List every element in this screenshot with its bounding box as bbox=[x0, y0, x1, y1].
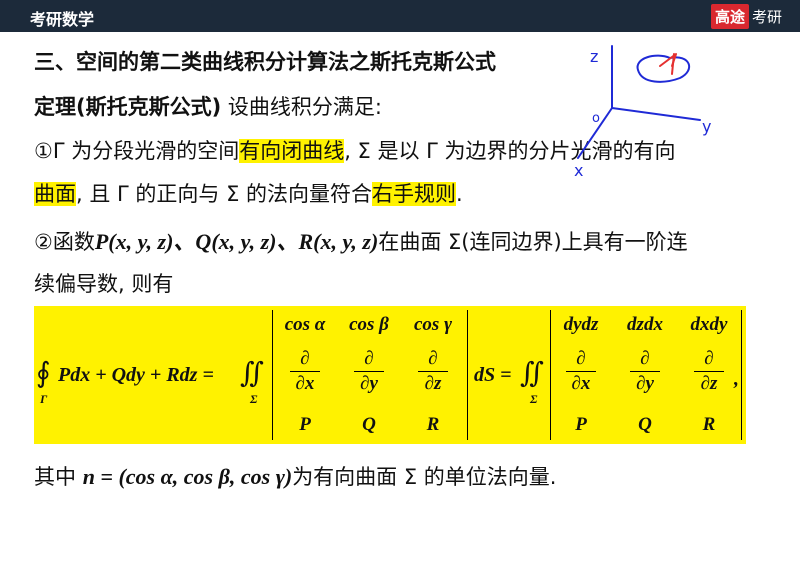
det2-R: R bbox=[702, 414, 716, 435]
det2-dxdy: dxdy bbox=[690, 314, 728, 335]
det1-R: R bbox=[426, 414, 440, 435]
det1-cos-gamma: cos γ bbox=[414, 314, 452, 335]
stokes-formula: ∮ Γ Pdx + Qdy + Rdz = ∬ Σ cos α cos β co… bbox=[34, 306, 746, 444]
cond1-part2: , Σ 是以 Γ 为边界的分片光滑的有向 bbox=[344, 139, 676, 163]
slide-title: 三、空间的第二类曲线积分计算法之斯托克斯公式 bbox=[34, 50, 496, 74]
condition-1-line-2: 曲面, 且 Γ 的正向与 Σ 的法向量符合右手规则. bbox=[34, 178, 463, 208]
det1-partial-y: ∂∂y bbox=[349, 348, 389, 395]
normal-vector-line: 其中 n = (cos α, cos β, cos γ)为有向曲面 Σ 的单位法… bbox=[34, 461, 556, 491]
y-label: y bbox=[702, 117, 711, 136]
det1-Q: Q bbox=[362, 414, 376, 435]
det1-partial-z: ∂∂z bbox=[413, 348, 453, 395]
cond1-highlight-surface: 曲面 bbox=[34, 182, 76, 206]
det1-cos-beta: cos β bbox=[349, 314, 389, 335]
y-axis bbox=[611, 107, 701, 121]
brand-main: 高途 bbox=[710, 3, 749, 29]
det2-dzdx: dzdx bbox=[627, 314, 663, 335]
cond1-part4: . bbox=[456, 182, 463, 206]
z-label: z bbox=[590, 47, 598, 66]
theorem-line: 定理(斯托克斯公式) 设曲线积分满足: bbox=[34, 91, 382, 121]
surface-subscript-2: Σ bbox=[530, 392, 538, 406]
brand-sub: 考研 bbox=[751, 7, 782, 26]
det1-P: P bbox=[299, 414, 311, 435]
formula-dS: dS = bbox=[474, 364, 512, 386]
double-integral-sign-1: ∬ bbox=[240, 356, 264, 389]
header-bar: 考研数学 高途 考研 bbox=[0, 0, 800, 32]
cond2-functions: P(x, y, z)、Q(x, y, z)、R(x, y, z) bbox=[94, 229, 379, 254]
det2-Q: Q bbox=[638, 414, 652, 435]
det1-partial-x: ∂∂x bbox=[285, 348, 325, 395]
contour-subscript: Γ bbox=[40, 392, 48, 406]
cond2-part2: 在曲面 Σ(连同边界)上具有一阶连 bbox=[378, 230, 688, 254]
theorem-intro: 设曲线积分满足: bbox=[227, 95, 382, 119]
x-label: x bbox=[574, 161, 583, 180]
det1-cos-alpha: cos α bbox=[284, 314, 326, 335]
condition-2-line-2: 续偏导数, 则有 bbox=[34, 272, 174, 296]
det2-dydz: dydz bbox=[563, 314, 599, 335]
det2-partial-y: ∂∂y bbox=[625, 348, 665, 395]
double-integral-sign-2: ∬ bbox=[520, 356, 544, 389]
condition-2-line-1: ②函数P(x, y, z)、Q(x, y, z)、R(x, y, z)在曲面 Σ… bbox=[34, 224, 688, 256]
cond2-part1: ②函数 bbox=[34, 230, 95, 254]
course-title: 考研数学 bbox=[30, 10, 95, 29]
x-axis bbox=[577, 107, 613, 159]
hand-drawn-axes-sketch: z y x o bbox=[574, 45, 711, 180]
formula-comma: , bbox=[734, 368, 739, 390]
cond1-highlight-closed-curve: 有向闭曲线 bbox=[239, 139, 345, 163]
contour-integral-sign: ∮ bbox=[36, 356, 51, 389]
normal-part1: 其中 bbox=[34, 465, 76, 489]
theorem-label: 定理(斯托克斯公式) bbox=[34, 95, 222, 119]
formula-lhs: Pdx + Qdy + Rdz = bbox=[58, 364, 214, 386]
det2-partial-x: ∂∂x bbox=[561, 348, 601, 395]
surface-patch bbox=[636, 54, 691, 83]
cond1-part1: ①Γ 为分段光滑的空间 bbox=[34, 139, 240, 163]
det2-partial-z: ∂∂z bbox=[689, 348, 729, 395]
surface-subscript-1: Σ bbox=[250, 392, 258, 406]
origin-label: o bbox=[592, 111, 600, 126]
brand-logo: 高途 考研 bbox=[710, 3, 782, 29]
det2-P: P bbox=[575, 414, 587, 435]
condition-1-line-1: ①Γ 为分段光滑的空间有向闭曲线, Σ 是以 Γ 为边界的分片光滑的有向 bbox=[34, 135, 676, 165]
normal-vector-expression: n = (cos α, cos β, cos γ) bbox=[82, 464, 293, 489]
determinant-2: dydz dzdx dxdy ∂∂x ∂∂y ∂∂z P Q R bbox=[550, 310, 742, 440]
determinant-1: cos α cos β cos γ ∂∂x ∂∂y ∂∂z P Q R bbox=[272, 310, 468, 440]
cond1-highlight-right-hand-rule: 右手规则 bbox=[372, 182, 457, 206]
normal-part2: 为有向曲面 Σ 的单位法向量. bbox=[292, 465, 557, 489]
cond1-part3: , 且 Γ 的正向与 Σ 的法向量符合 bbox=[76, 182, 373, 206]
